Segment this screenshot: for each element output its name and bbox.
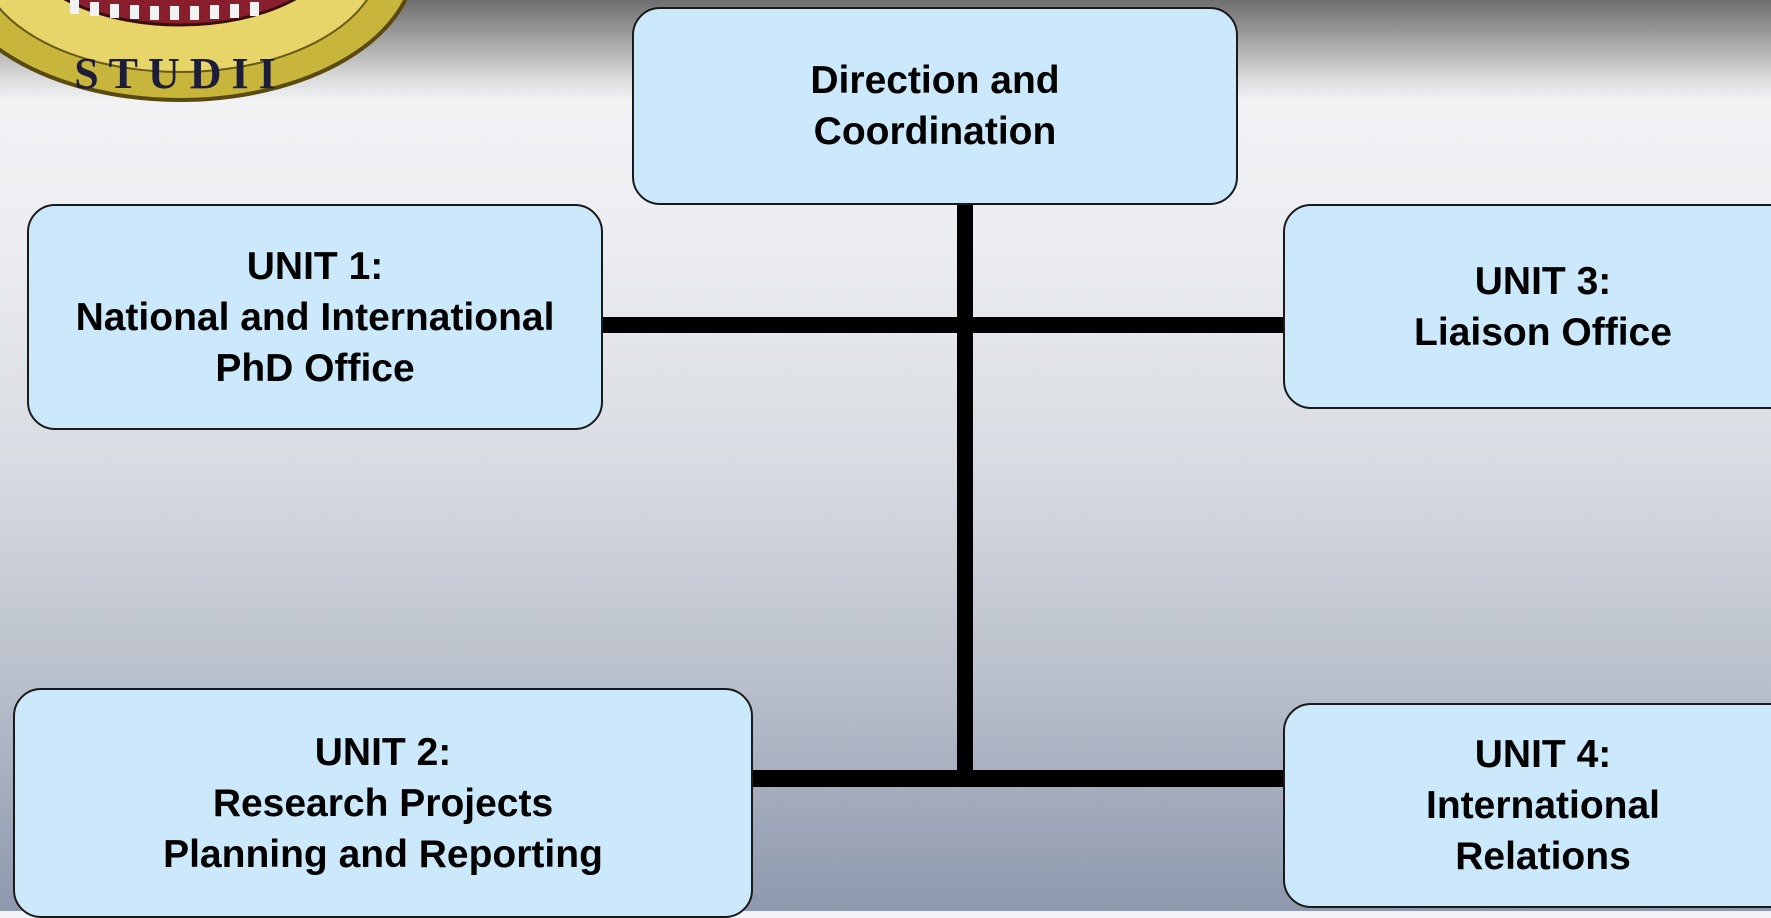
unit3-line-2: Liaison Office [1414, 310, 1672, 354]
svg-text:STUDII: STUDII [74, 49, 286, 98]
unit4-line-2: International [1425, 784, 1661, 827]
unit2-line-3: Planning and Reporting [163, 832, 603, 876]
unit2-line-2: Research Projects [212, 781, 554, 825]
unit4-line-3: Relations [1455, 835, 1631, 878]
unit3-box: UNIT 3: Liaison Office [1283, 204, 1771, 409]
unit2-box: UNIT 2: Research Projects Planning and R… [13, 688, 753, 918]
unit1-line-2: National and International [75, 295, 555, 339]
direction-coordination-box: Direction and Coordination [632, 7, 1238, 205]
connector-unit2-unit4 [750, 770, 1285, 787]
unit2-title: UNIT 2: [314, 730, 452, 774]
university-seal-logo: STUDII [0, 0, 408, 102]
connector-vertical-trunk [957, 203, 973, 778]
unit1-box: UNIT 1: National and International PhD O… [27, 204, 603, 430]
unit4-box: UNIT 4: International Relations [1283, 703, 1771, 908]
connector-unit1-unit3 [600, 317, 1285, 333]
direction-line-2: Coordination [813, 110, 1057, 153]
unit1-line-3: PhD Office [215, 346, 415, 390]
unit1-title: UNIT 1: [246, 244, 384, 288]
unit3-title: UNIT 3: [1474, 259, 1612, 303]
unit4-title: UNIT 4: [1474, 733, 1612, 776]
direction-line-1: Direction and [810, 59, 1060, 102]
